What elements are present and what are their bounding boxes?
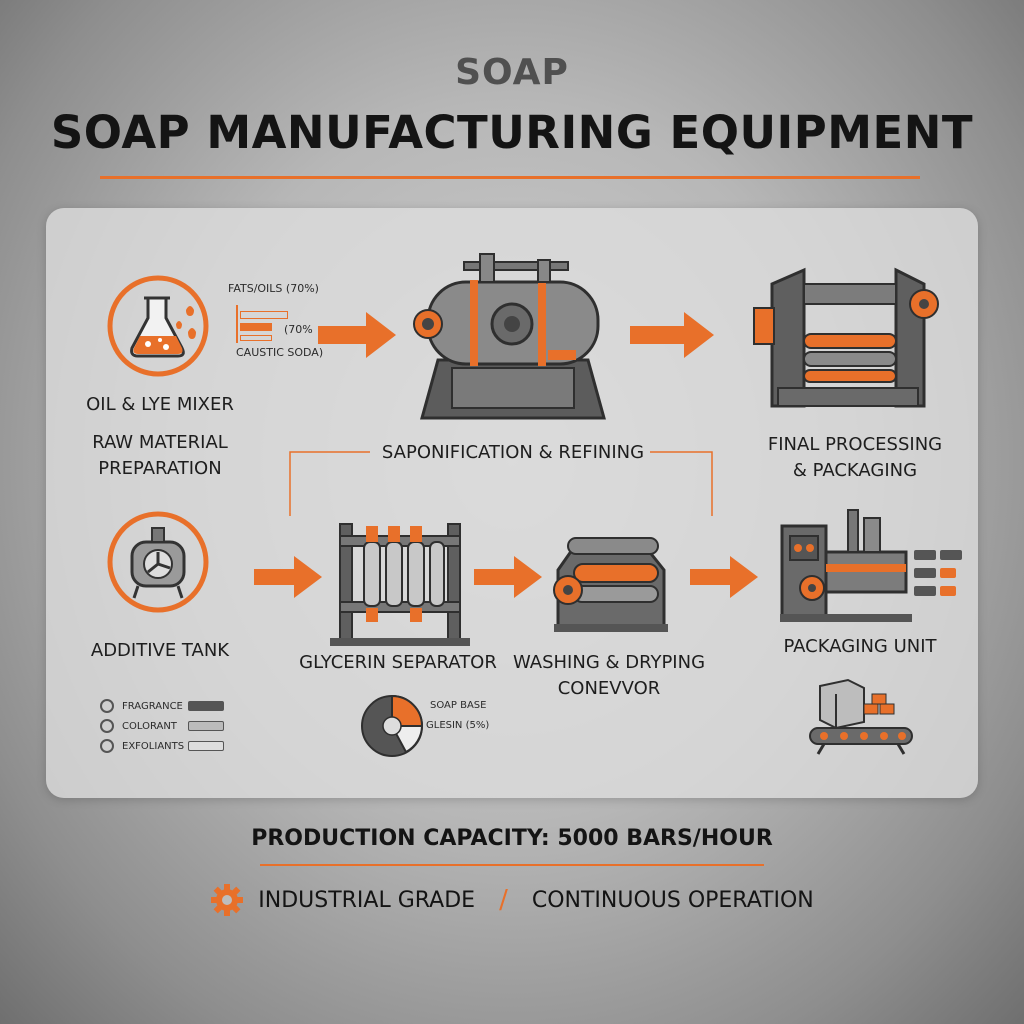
flow-arrow	[254, 556, 322, 598]
washing-drying-conveyor-icon	[553, 537, 668, 632]
continuous-operation-label: CONTINUOUS OPERATION	[531, 887, 814, 913]
additive-tank-icon	[107, 511, 209, 613]
box-conveyor-icon	[809, 678, 913, 755]
additive-swatch	[188, 701, 224, 711]
ratio-label: (70%	[284, 323, 313, 336]
additive-item: FRAGRANCE	[100, 696, 240, 716]
input-ratio-bars	[236, 305, 288, 343]
flow-arrow	[630, 312, 714, 358]
fats-fill-bar	[240, 323, 272, 331]
production-capacity: PRODUCTION CAPACITY: 5000 BARS/HOUR	[251, 826, 773, 851]
saponification-label: SAPONIFICATION & REFINING	[381, 442, 645, 463]
additive-swatch	[188, 741, 224, 751]
footer-badges: INDUSTRIAL GRADE / CONTINUOUS OPERATION	[0, 880, 1024, 920]
raw-material-label: RAW MATERIAL	[92, 432, 228, 453]
caustic-soda-label: CAUSTIC SODA)	[236, 346, 324, 359]
oil-lye-mixer-label: OIL & LYE MIXER	[86, 394, 234, 415]
additives-list: FRAGRANCE COLORANT EXFOLIANTS	[100, 696, 240, 756]
page-title: SOAP MANUFACTURING EQUIPMENT	[50, 106, 974, 159]
colorant-icon	[100, 719, 114, 733]
flow-arrow	[690, 556, 758, 598]
washing-drying-label-2: CONEVVOR	[557, 678, 661, 699]
flow-arrow	[318, 312, 396, 358]
glycerin-separator-label: GLYCERIN SEPARATOR	[299, 652, 497, 673]
additive-label: EXFOLIANTS	[122, 740, 185, 752]
flow-arrow	[474, 556, 542, 598]
footer-divider	[260, 864, 764, 866]
final-processing-machine-icon	[753, 267, 939, 408]
fragrance-icon	[100, 699, 114, 713]
washing-drying-label: WASHING & DRYPING	[512, 652, 706, 673]
title-divider	[100, 176, 920, 179]
additive-label: FRAGRANCE	[122, 700, 183, 712]
additive-label: COLORANT	[122, 720, 177, 732]
raw-material-label-2: PREPARATION	[98, 458, 222, 479]
industrial-grade-label: INDUSTRIAL GRADE	[258, 887, 476, 913]
saponification-machine-icon	[413, 253, 606, 420]
packaging-unit-machine-icon	[780, 509, 912, 622]
gear-icon	[211, 884, 244, 916]
additive-swatch	[188, 721, 224, 731]
fats-oils-label: FATS/OILS (70%)	[228, 282, 319, 295]
glycerin-share-label: GLESIN (5%)	[426, 720, 490, 731]
exfoliants-icon	[100, 739, 114, 753]
glycerin-separator-icon	[330, 523, 470, 646]
soap-bars-icon	[914, 550, 962, 596]
additive-item: EXFOLIANTS	[100, 736, 240, 756]
final-processing-label: FINAL PROCESSING	[767, 434, 943, 455]
additive-tank-label: ADDITIVE TANK	[90, 640, 230, 661]
brand-label: SOAP	[455, 52, 569, 93]
packaging-unit-label: PACKAGING UNIT	[783, 636, 937, 657]
additive-item: COLORANT	[100, 716, 240, 736]
footer-separator: /	[499, 885, 508, 915]
final-processing-label-2: & PACKAGING	[792, 460, 918, 481]
flask-icon	[107, 275, 209, 377]
soap-base-label: SOAP BASE	[430, 700, 487, 711]
output-split-pie	[361, 694, 424, 757]
